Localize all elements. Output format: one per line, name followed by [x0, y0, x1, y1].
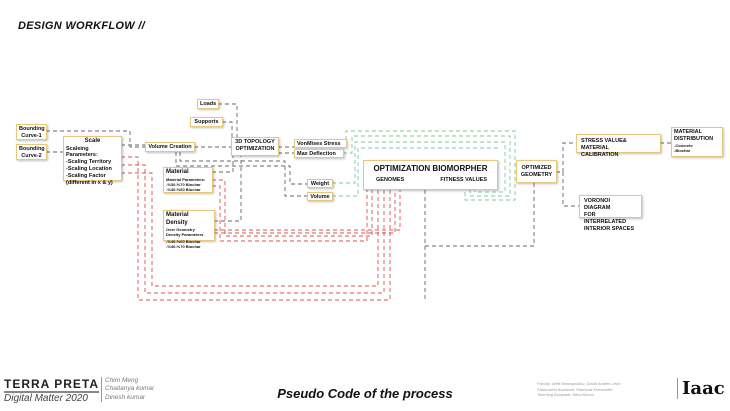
node-line: INTERIOR SPACES — [584, 225, 635, 232]
material-density-node: Material Density Over Geometry Density P… — [163, 210, 215, 249]
faculty-credits: Faculty: Areti Markopoulou, David Andrés… — [537, 381, 621, 398]
author: Chim Meng — [105, 377, 139, 384]
max-deflection-node: Max Deflection — [294, 149, 344, 158]
node-line: Density Parameters — [166, 232, 204, 237]
node-title: Material — [166, 169, 189, 175]
node-line: -%30-%70 Biochar — [166, 244, 201, 249]
authors: Chim Meng Chaitanya kumar Dinesh kumar — [101, 377, 155, 403]
project-name: TERRA PRETA — [4, 377, 99, 391]
weight-node: Weight — [307, 179, 333, 188]
node-line: FOR INTERRELATED — [584, 211, 627, 225]
node-line: STRESS VALUE& MATERIAL — [581, 138, 627, 151]
node-line: OPTIMIZATION — [235, 145, 275, 152]
loads-node: Loads — [197, 99, 219, 109]
supports-node: Supports — [190, 117, 223, 127]
node-line: -%30-%70 Biochar — [166, 181, 201, 187]
node-line: -%40-%60 Biochar — [166, 239, 201, 244]
node-line: CALIBRATION — [581, 151, 619, 158]
iaac-logo: Iaac — [677, 378, 725, 399]
fitness-values-label: FITNESS VALUES — [440, 177, 487, 183]
dark-connectors — [46, 103, 671, 300]
node-line: OPTIMIZED — [521, 165, 552, 171]
node-line: Scaleing Parameters: — [66, 145, 98, 159]
node-line: DISTRIBUTION — [674, 135, 714, 142]
node-title: OPTIMIZATION BIOMORPHER — [373, 164, 488, 173]
node-title: Scale — [84, 138, 101, 144]
node-line: Over Geometry — [166, 227, 195, 232]
credit-line: Teaching Assistant: Nikol Kirova — [537, 392, 594, 398]
optimization-biomorpher-node: OPTIMIZATION BIOMORPHER GENOMES FITNESS V… — [363, 160, 498, 190]
credit-line: Fabrication Assistant: Raimund Krenmülle… — [537, 386, 613, 392]
genomes-label: GENOMES — [376, 177, 405, 183]
node-line: 3D TOPOLOGY — [235, 139, 275, 145]
node-line: Material Parameters: — [166, 176, 206, 182]
node-line: -Biochar — [674, 147, 691, 153]
course-name: Digital Matter 2020 — [4, 391, 99, 404]
vonmises-stress-node: VonMises Stress — [294, 139, 347, 148]
node-line: -Scaling Territory — [66, 159, 112, 166]
node-line: VORONOI DIAGRAM — [584, 198, 611, 211]
node-line: -Concrete — [674, 142, 693, 148]
material-distribution-node: MATERIAL DISTRIBUTION -Concrete -Biochar — [671, 127, 723, 157]
node-line: Bounding — [19, 146, 45, 152]
author: Chaitanya kumar — [105, 385, 155, 393]
material-node: Material Material Parameters: -%30-%70 B… — [163, 167, 213, 193]
volume-node: Volume — [307, 192, 333, 201]
red-connectors — [121, 156, 401, 301]
node-title: Material Density — [166, 212, 189, 226]
node-line: Curve-1 — [21, 132, 42, 139]
node-line: -%40-%60 Biochar — [166, 186, 201, 192]
volume-creation-node: Volume Creation — [145, 142, 195, 152]
node-line: Curve-2 — [21, 152, 42, 159]
green-connectors — [332, 130, 516, 201]
node-line: GEOMETRY — [520, 171, 553, 178]
node-line: -Scaling Location — [66, 166, 112, 173]
credit-line: Faculty: Areti Markopoulou, David Andrés… — [537, 381, 621, 386]
caption: Pseudo Code of the process — [277, 386, 453, 401]
node-line: -Scaling Factor — [66, 173, 106, 179]
project-brand: TERRA PRETA Digital Matter 2020 — [4, 377, 99, 404]
node-line: Bounding — [19, 126, 45, 132]
node-line: (different in x & y) — [66, 179, 113, 186]
scale-node: Scale Scaleing Parameters: -Scaling Terr… — [63, 136, 122, 186]
node-line: MATERIAL — [674, 129, 703, 135]
author: Dinesh kumar — [105, 393, 146, 401]
page-title: DESIGN WORKFLOW // — [18, 20, 146, 32]
